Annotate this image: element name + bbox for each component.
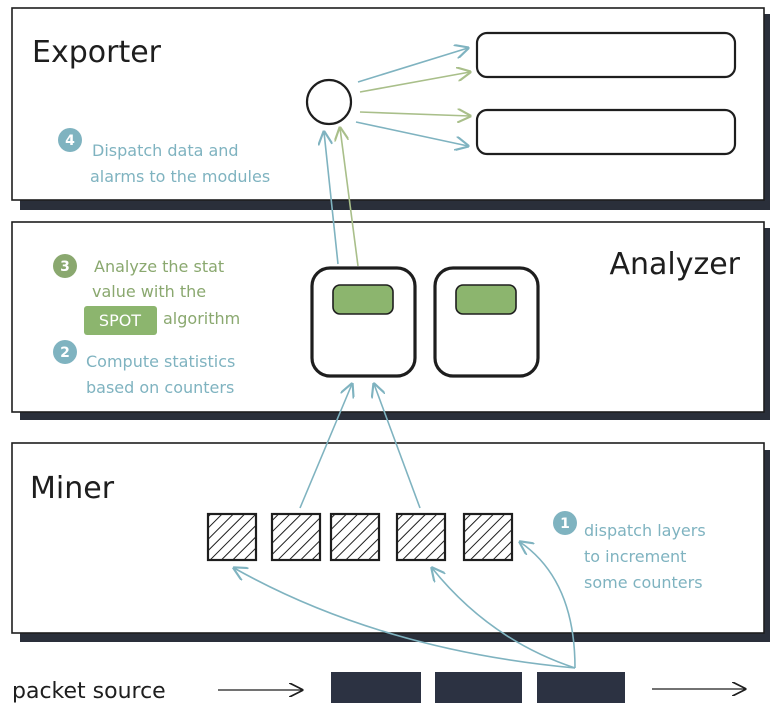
exporter-hub xyxy=(305,78,353,126)
packet xyxy=(537,672,625,703)
spot-module-1 xyxy=(332,284,394,315)
packet-to-counter-arrow xyxy=(234,568,576,669)
step-4-line-1: Dispatch data and xyxy=(92,141,239,160)
dispatch-arrow xyxy=(359,72,470,93)
packet-to-counter-arrow xyxy=(432,568,576,669)
packet-to-counter-arrow xyxy=(520,542,576,669)
step-4-badge xyxy=(58,128,82,152)
dispatch-arrow xyxy=(357,48,468,83)
counter-box xyxy=(206,512,258,562)
exporter-title: Exporter xyxy=(32,35,162,70)
analyzer-layer: Analyzer 3 Analyze the stat value with t… xyxy=(11,221,770,420)
step-3-badge xyxy=(53,254,77,278)
svg-text:4: 4 xyxy=(65,133,75,149)
counter-box xyxy=(270,512,322,562)
step-2-line-1: Compute statistics xyxy=(86,352,235,371)
exporter-layer: Exporter 4 Dispatch data and alarms to t… xyxy=(11,7,770,210)
packet xyxy=(331,672,421,703)
counter-box xyxy=(329,512,381,562)
svg-text:2: 2 xyxy=(60,345,70,361)
svg-text:3: 3 xyxy=(60,259,70,275)
step-1-line-1: dispatch layers xyxy=(584,521,706,540)
export-module-2 xyxy=(475,108,737,156)
step-1-badge xyxy=(553,511,577,535)
dispatch-arrow xyxy=(355,121,468,146)
step-2-line-2: based on counters xyxy=(86,378,234,397)
miner-layer: Miner 1 dispatch layers to increment som… xyxy=(11,442,770,642)
step-4-line-2: alarms to the modules xyxy=(90,167,270,186)
miner-to-analyzer-arrow xyxy=(299,384,352,509)
packet-source: packet source xyxy=(12,672,745,704)
analyzer-to-exporter-arrow xyxy=(324,132,339,265)
miner-title: Miner xyxy=(30,471,115,506)
analyzer-title: Analyzer xyxy=(609,247,740,282)
miner-panel xyxy=(11,442,765,634)
spot-label: SPOT xyxy=(99,311,141,330)
packet-source-label: packet source xyxy=(12,679,166,704)
step-2-badge xyxy=(53,340,77,364)
step-1-line-2: to increment xyxy=(584,547,686,566)
counter-box xyxy=(395,512,447,562)
step-3-line-2: value with the xyxy=(92,282,206,301)
svg-text:1: 1 xyxy=(560,516,570,532)
spot-module-2 xyxy=(455,284,517,315)
step-1-line-3: some counters xyxy=(584,573,703,592)
miner-to-analyzer-arrow xyxy=(374,384,421,509)
dispatch-arrow xyxy=(359,112,470,116)
step-3-line-1: Analyze the stat xyxy=(94,257,224,276)
spot-highlight xyxy=(84,306,157,335)
counter-box xyxy=(462,512,514,562)
packet xyxy=(435,672,522,703)
analyzer-to-exporter-arrow xyxy=(340,128,359,267)
export-module-1 xyxy=(475,31,737,79)
step-3-line-3: algorithm xyxy=(163,309,240,328)
